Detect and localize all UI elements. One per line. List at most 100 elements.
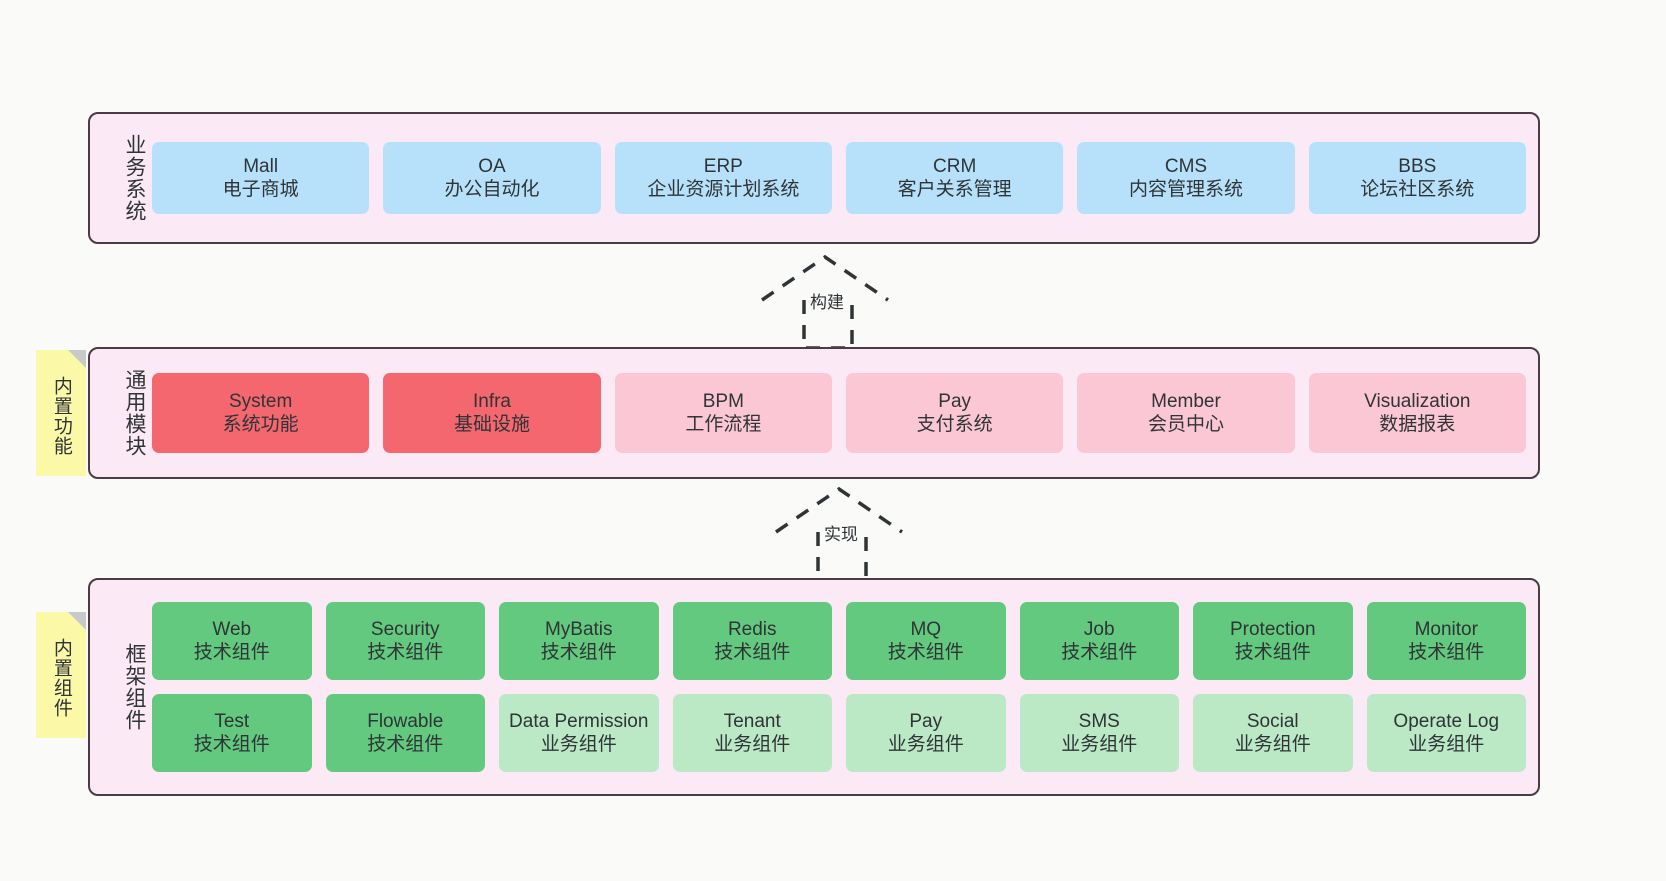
node-subtitle: 内容管理系统 <box>1128 179 1243 200</box>
sticky-note-builtin-components[interactable]: 内置组件 <box>36 612 86 738</box>
node-title: SMS <box>1078 710 1120 732</box>
layer-framework-components[interactable]: 框架组件 Web 技术组件 Security 技术组件 MyBatis 技术组件… <box>88 578 1540 796</box>
node-member[interactable]: Member 会员中心 <box>1077 373 1295 453</box>
node-data-permission[interactable]: Data Permission 业务组件 <box>499 694 659 772</box>
node-subtitle: 技术组件 <box>887 642 964 663</box>
relation-build: 构建 <box>742 250 942 360</box>
node-security[interactable]: Security 技术组件 <box>325 602 485 680</box>
node-title: Visualization <box>1364 390 1471 412</box>
node-subtitle: 办公自动化 <box>444 179 540 200</box>
node-visualization[interactable]: Visualization 数据报表 <box>1308 373 1526 453</box>
node-subtitle: 业务组件 <box>1408 734 1485 755</box>
layer-framework-components-body: Web 技术组件 Security 技术组件 MyBatis 技术组件 Redi… <box>146 580 1538 794</box>
node-title: Member <box>1151 390 1221 412</box>
node-subtitle: 工作流程 <box>685 414 762 435</box>
node-subtitle: 业务组件 <box>540 734 617 755</box>
node-title: Security <box>370 618 440 640</box>
node-pay-component[interactable]: Pay 业务组件 <box>846 694 1006 772</box>
node-title: Data Permission <box>509 710 649 732</box>
generalization-arrow-icon <box>775 486 903 582</box>
node-protection[interactable]: Protection 技术组件 <box>1193 602 1353 680</box>
node-title: CRM <box>933 155 977 177</box>
node-title: Pay <box>909 710 943 732</box>
relation-implement: 实现 <box>756 482 956 592</box>
layer-framework-components-title: 框架组件 <box>123 643 146 731</box>
node-bbs[interactable]: BBS 论坛社区系统 <box>1308 142 1526 214</box>
relation-build-label: 构建 <box>808 288 846 313</box>
node-subtitle: 技术组件 <box>1061 642 1138 663</box>
node-subtitle: 技术组件 <box>1234 642 1311 663</box>
node-sms[interactable]: SMS 业务组件 <box>1019 694 1179 772</box>
node-row: Web 技术组件 Security 技术组件 MyBatis 技术组件 Redi… <box>152 602 1526 680</box>
node-title: Protection <box>1229 618 1316 640</box>
node-row: Mall 电子商城 OA 办公自动化 ERP 企业资源计划系统 CRM 客户关系… <box>152 142 1526 214</box>
node-title: OA <box>478 155 506 177</box>
node-bpm[interactable]: BPM 工作流程 <box>614 373 832 453</box>
node-row: System 系统功能 Infra 基础设施 BPM 工作流程 Pay 支付系统… <box>152 373 1526 453</box>
node-title: Tenant <box>723 710 781 732</box>
relation-implement-label: 实现 <box>822 520 860 545</box>
node-title: Job <box>1083 618 1115 640</box>
layer-business-systems-title: 业务系统 <box>123 134 146 222</box>
node-title: Web <box>212 618 252 640</box>
node-oa[interactable]: OA 办公自动化 <box>383 142 601 214</box>
node-subtitle: 数据报表 <box>1379 414 1456 435</box>
node-monitor[interactable]: Monitor 技术组件 <box>1366 602 1526 680</box>
node-title: Operate Log <box>1393 710 1500 732</box>
node-subtitle: 系统功能 <box>222 414 299 435</box>
node-title: Social <box>1246 710 1299 732</box>
node-title: Pay <box>938 390 972 412</box>
node-system[interactable]: System 系统功能 <box>152 373 370 453</box>
node-title: Monitor <box>1414 618 1478 640</box>
node-title: MyBatis <box>544 618 613 640</box>
node-social[interactable]: Social 业务组件 <box>1193 694 1353 772</box>
folded-corner-icon <box>68 612 86 630</box>
node-flowable[interactable]: Flowable 技术组件 <box>325 694 485 772</box>
node-subtitle: 技术组件 <box>1408 642 1485 663</box>
node-pay[interactable]: Pay 支付系统 <box>845 373 1064 453</box>
node-tenant[interactable]: Tenant 业务组件 <box>672 694 832 772</box>
node-title: Flowable <box>367 710 444 732</box>
node-subtitle: 技术组件 <box>193 642 270 663</box>
node-subtitle: 客户关系管理 <box>897 179 1012 200</box>
node-subtitle: 会员中心 <box>1147 414 1224 435</box>
node-subtitle: 支付系统 <box>916 414 993 435</box>
node-title: ERP <box>703 155 743 177</box>
node-web[interactable]: Web 技术组件 <box>152 602 312 680</box>
layer-common-modules[interactable]: 通用模块 System 系统功能 Infra 基础设施 BPM 工作流程 Pay… <box>88 347 1540 479</box>
node-title: BBS <box>1398 155 1437 177</box>
node-mybatis[interactable]: MyBatis 技术组件 <box>499 602 659 680</box>
layer-common-modules-body: System 系统功能 Infra 基础设施 BPM 工作流程 Pay 支付系统… <box>146 349 1538 477</box>
node-erp[interactable]: ERP 企业资源计划系统 <box>614 142 832 214</box>
layer-business-systems-body: Mall 电子商城 OA 办公自动化 ERP 企业资源计划系统 CRM 客户关系… <box>146 114 1538 242</box>
node-operate-log[interactable]: Operate Log 业务组件 <box>1366 694 1526 772</box>
sticky-note-label: 内置功能 <box>50 376 72 456</box>
node-redis[interactable]: Redis 技术组件 <box>672 602 832 680</box>
node-subtitle: 技术组件 <box>367 734 444 755</box>
node-job[interactable]: Job 技术组件 <box>1019 602 1179 680</box>
generalization-arrow-icon <box>761 254 889 350</box>
node-title: Mall <box>243 155 279 177</box>
node-subtitle: 电子商城 <box>222 179 299 200</box>
node-test[interactable]: Test 技术组件 <box>152 694 312 772</box>
node-title: CMS <box>1164 155 1208 177</box>
node-title: BPM <box>702 390 744 412</box>
layer-business-systems[interactable]: 业务系统 Mall 电子商城 OA 办公自动化 ERP 企业资源计划系统 CRM… <box>88 112 1540 244</box>
node-subtitle: 技术组件 <box>540 642 617 663</box>
sticky-note-builtin-functions[interactable]: 内置功能 <box>36 350 86 476</box>
node-subtitle: 业务组件 <box>887 734 964 755</box>
sticky-note-label: 内置组件 <box>50 638 72 718</box>
node-cms[interactable]: CMS 内容管理系统 <box>1077 142 1295 214</box>
node-title: System <box>228 390 293 412</box>
node-subtitle: 业务组件 <box>714 734 791 755</box>
node-crm[interactable]: CRM 客户关系管理 <box>845 142 1064 214</box>
node-subtitle: 论坛社区系统 <box>1360 179 1475 200</box>
node-mall[interactable]: Mall 电子商城 <box>152 142 370 214</box>
node-title: MQ <box>910 618 942 640</box>
node-mq[interactable]: MQ 技术组件 <box>846 602 1006 680</box>
node-subtitle: 技术组件 <box>193 734 270 755</box>
node-subtitle: 业务组件 <box>1234 734 1311 755</box>
node-infra[interactable]: Infra 基础设施 <box>383 373 601 453</box>
node-subtitle: 业务组件 <box>1061 734 1138 755</box>
